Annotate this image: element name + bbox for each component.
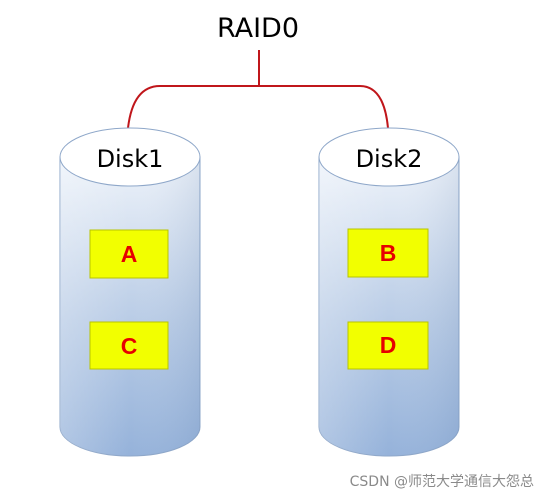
block-b-label: B	[380, 240, 397, 266]
disk-2: Disk2 B D	[318, 127, 460, 457]
disk-2-label: Disk2	[356, 145, 423, 173]
block-d	[347, 321, 429, 370]
block-a	[89, 229, 169, 279]
block-c-label: C	[121, 333, 138, 359]
disk-1-label: Disk1	[97, 145, 164, 173]
disk-1-top	[59, 127, 201, 187]
raid-title: RAID0	[217, 13, 299, 44]
connector-lines	[127, 50, 389, 129]
disk-1: Disk1 A C	[59, 127, 201, 457]
block-d-label: D	[380, 332, 397, 358]
block-a-label: A	[121, 241, 138, 267]
disk-2-top	[318, 127, 460, 187]
connector-bus	[127, 85, 389, 129]
watermark: CSDN @师范大学通信大怨总	[349, 474, 534, 490]
block-c	[89, 321, 169, 370]
block-b	[347, 228, 429, 278]
